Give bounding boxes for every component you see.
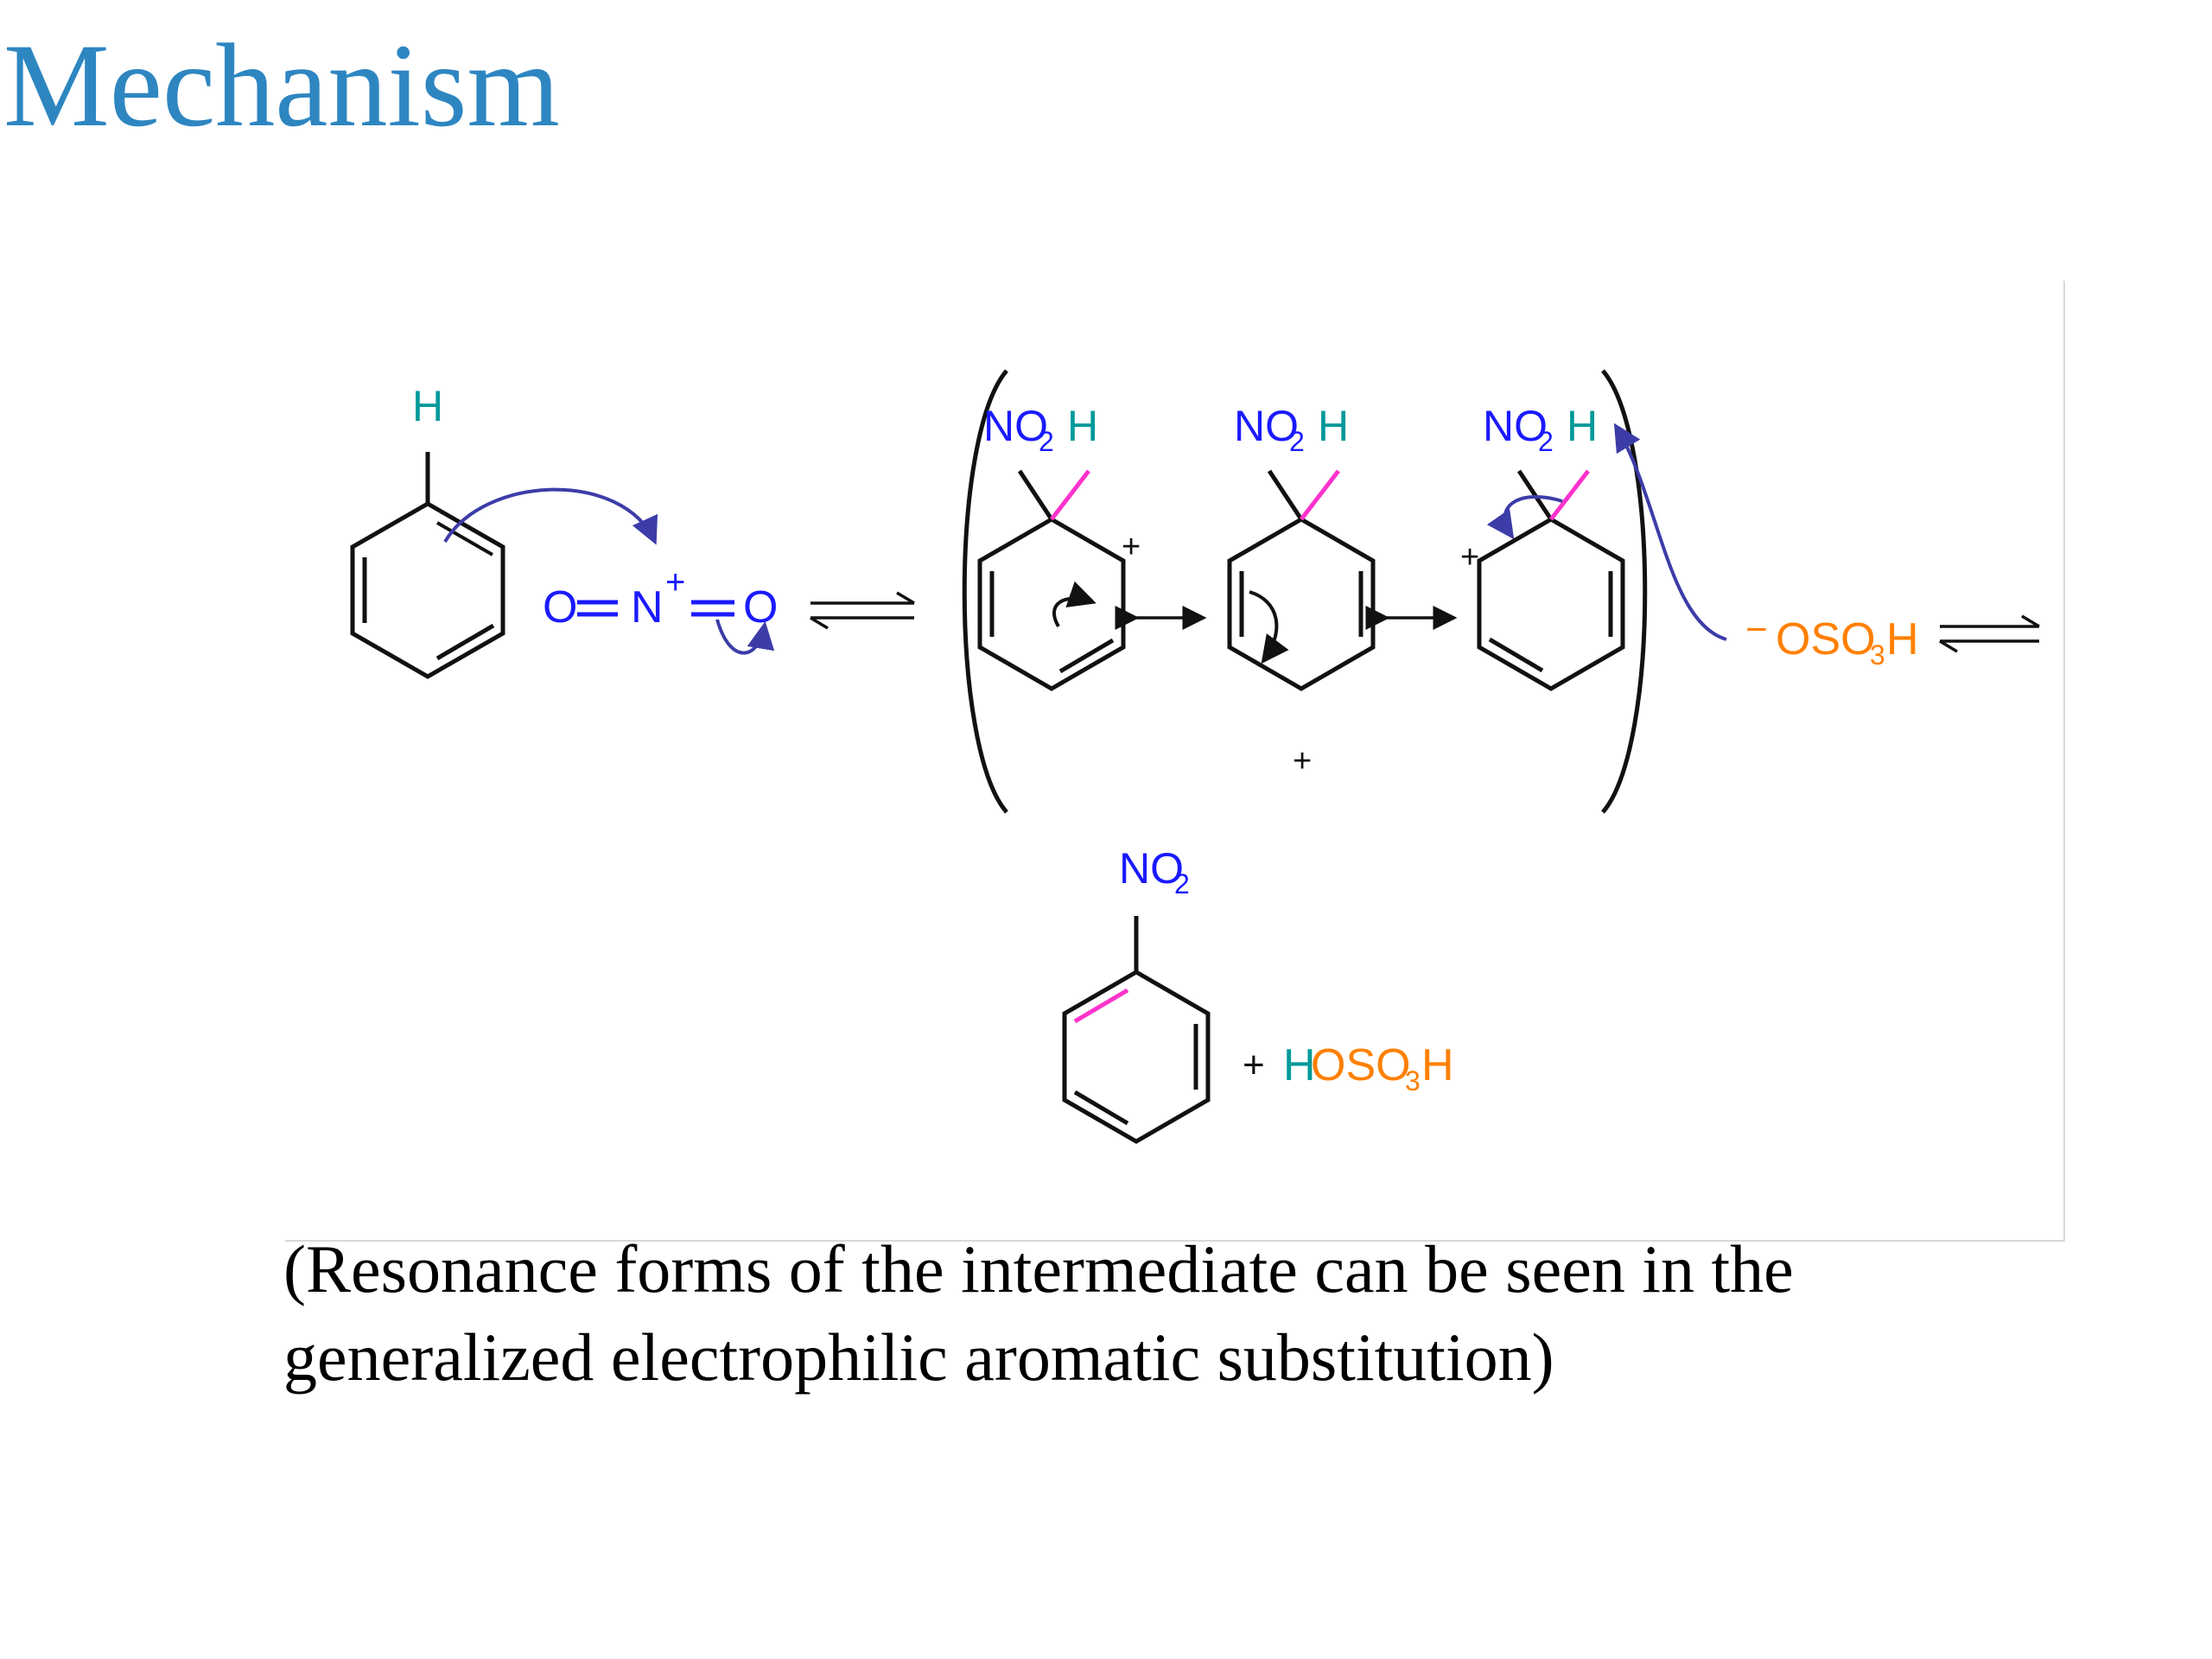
base-formula-pre: OSO (1776, 614, 1876, 664)
nitronium-n: N (631, 582, 664, 632)
nitronium-ion: O N + O (543, 563, 778, 632)
int1-charge: + (1122, 529, 1141, 565)
base-charge: − (1745, 608, 1768, 651)
product-plus: + (1243, 1044, 1265, 1086)
int2-no2: NO (1234, 402, 1299, 450)
acid-formula-post: H (1421, 1040, 1454, 1090)
caption-line-2: generalized electrophilic aromatic subst… (283, 1319, 1554, 1395)
nitrobenzene-product: NO 2 (1062, 844, 1211, 1144)
reactant-h-label: H (412, 382, 443, 430)
int3-charge: + (1460, 539, 1479, 575)
page-title: Mechanism (3, 19, 560, 151)
acid-formula-sub: 3 (1405, 1065, 1421, 1096)
benzene-reactant (350, 452, 505, 679)
sigma-complex-2: NO 2 H + (1227, 402, 1376, 779)
acid-h: H (1283, 1040, 1316, 1090)
base-formula-sub: 3 (1870, 639, 1885, 671)
int1-no2-sub: 2 (1039, 426, 1054, 457)
product-no2: NO (1119, 844, 1184, 893)
caption: (Resonance forms of the intermediate can… (283, 1225, 2098, 1402)
mechanism-diagram: H O N + O (350, 369, 2040, 1144)
bisulfate-base: − OSO 3 H (1745, 608, 1919, 671)
int2-charge: + (1293, 743, 1312, 779)
right-bracket (1601, 369, 1648, 814)
int1-h: H (1067, 402, 1098, 450)
int1-no2: NO (983, 402, 1048, 450)
nitronium-o-left: O (543, 582, 577, 632)
int3-h: H (1567, 402, 1598, 450)
pi-bond-curved-arrow (715, 619, 775, 655)
equilibrium-arrow-1 (810, 591, 915, 630)
int3-no2-sub: 2 (1538, 426, 1554, 457)
left-bracket (962, 369, 1008, 814)
caption-line-1: (Resonance forms of the intermediate can… (283, 1231, 1794, 1306)
int3-no2: NO (1483, 402, 1548, 450)
attack-curved-arrow (443, 487, 658, 545)
nitronium-n-charge: + (665, 563, 685, 601)
sigma-complex-3: NO 2 H + (1460, 402, 1625, 691)
sigma-complex-1: NO 2 H + (977, 402, 1141, 691)
base-formula-post: H (1886, 614, 1919, 664)
sulfuric-acid-product: + H OSO 3 H (1243, 1040, 1454, 1096)
deprotonation-curved-arrow (1613, 423, 1727, 641)
mechanism-figure: H O N + O (285, 281, 2065, 1242)
product-no2-sub: 2 (1174, 868, 1190, 899)
int2-h: H (1318, 402, 1349, 450)
equilibrium-arrow-2 (1939, 614, 2040, 653)
acid-formula-pre: OSO (1311, 1040, 1411, 1090)
nitronium-o-right: O (743, 582, 778, 632)
int2-no2-sub: 2 (1289, 426, 1305, 457)
